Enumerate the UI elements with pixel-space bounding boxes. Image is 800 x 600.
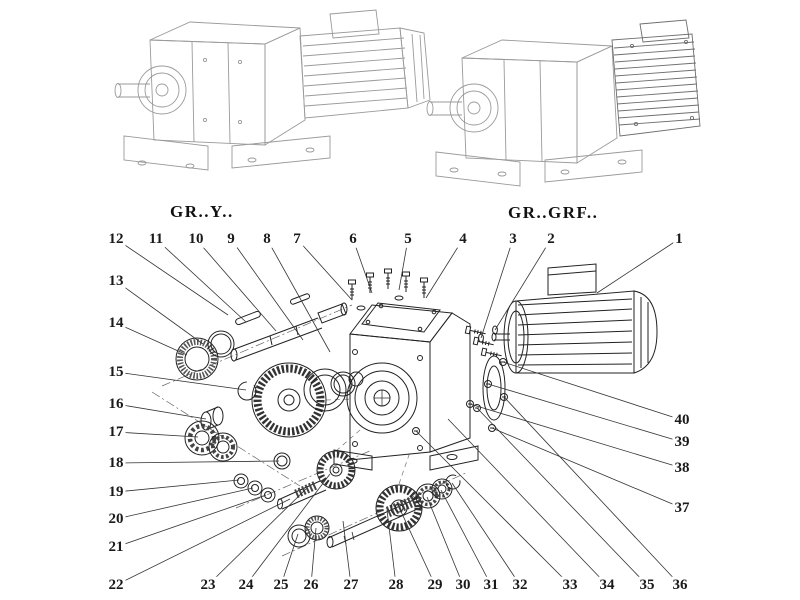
leader-line-2 — [494, 238, 552, 331]
callout-number-15: 15 — [106, 363, 126, 381]
leader-line-16 — [115, 403, 207, 420]
leader-line-13 — [115, 280, 204, 345]
callout-number-6: 6 — [347, 230, 359, 248]
callout-number-11: 11 — [146, 230, 166, 248]
leader-line-14 — [115, 322, 188, 356]
callout-number-1: 1 — [673, 230, 685, 248]
motor-drawing — [491, 263, 658, 374]
callout-number-2: 2 — [545, 230, 557, 248]
callout-number-20: 20 — [106, 510, 126, 528]
leader-line-30 — [426, 496, 464, 586]
leader-lines — [115, 238, 683, 586]
leader-line-7 — [296, 238, 353, 301]
leader-line-8 — [266, 238, 331, 353]
leader-line-25 — [280, 533, 299, 586]
callout-number-36: 36 — [670, 576, 690, 594]
leader-line-1 — [596, 238, 680, 294]
leader-line-35 — [476, 407, 648, 586]
leader-line-3 — [480, 238, 514, 339]
leader-line-12 — [115, 238, 229, 316]
callout-number-32: 32 — [510, 576, 530, 594]
leader-line-22 — [115, 498, 291, 586]
leader-line-18 — [115, 460, 280, 464]
callout-number-5: 5 — [402, 230, 414, 248]
callout-number-22: 22 — [106, 576, 126, 594]
callout-number-12: 12 — [106, 230, 126, 248]
leader-line-33 — [415, 430, 571, 586]
leader-line-10 — [195, 238, 277, 332]
variant-label-gr-grf: GR..GRF.. — [508, 203, 599, 222]
housing-drawing — [333, 302, 479, 471]
callout-number-4: 4 — [457, 230, 469, 248]
leader-line-26 — [310, 527, 317, 586]
leader-line-40 — [502, 361, 683, 421]
callout-number-35: 35 — [637, 576, 657, 594]
callout-number-39: 39 — [672, 433, 692, 451]
callout-number-13: 13 — [106, 272, 126, 290]
callout-number-37: 37 — [672, 499, 692, 517]
leader-line-17 — [115, 431, 199, 438]
callout-number-3: 3 — [507, 230, 519, 248]
variant-label-gr-y: GR..Y.. — [170, 202, 234, 221]
callout-number-7: 7 — [291, 230, 303, 248]
callout-number-21: 21 — [106, 538, 126, 556]
input-shaft-drawing — [287, 474, 461, 548]
leader-line-32 — [451, 482, 521, 586]
assembled-unit-gr-y-drawing — [114, 9, 431, 171]
callout-number-33: 33 — [560, 576, 580, 594]
leader-line-20 — [115, 487, 254, 520]
bearings-drawing — [184, 406, 238, 462]
leader-line-28 — [386, 509, 397, 586]
callout-number-9: 9 — [225, 230, 237, 248]
callout-number-38: 38 — [672, 459, 692, 477]
callout-number-17: 17 — [106, 423, 126, 441]
leader-line-37 — [491, 427, 683, 509]
leader-line-31 — [440, 489, 492, 586]
callout-number-8: 8 — [261, 230, 273, 248]
callout-number-29: 29 — [425, 576, 445, 594]
output-shaft-drawing — [230, 293, 348, 362]
assembly-guide-lines — [325, 398, 411, 485]
leader-line-39 — [487, 383, 683, 443]
flange-and-plugs-drawing — [466, 355, 508, 432]
leader-line-19 — [115, 479, 240, 493]
callout-number-10: 10 — [186, 230, 206, 248]
leader-line-23 — [207, 488, 307, 586]
callout-number-28: 28 — [386, 576, 406, 594]
leader-line-27 — [342, 520, 352, 586]
leader-line-9 — [230, 238, 304, 341]
callout-number-34: 34 — [597, 576, 617, 594]
callout-number-30: 30 — [453, 576, 473, 594]
callout-number-23: 23 — [198, 576, 218, 594]
leader-line-11 — [155, 238, 247, 323]
leader-line-29 — [397, 504, 436, 586]
exploded-view-drawing — [151, 263, 658, 557]
leader-line-5 — [398, 238, 409, 291]
oil-seal-drawing — [175, 330, 235, 381]
leader-line-24 — [245, 473, 331, 586]
leader-line-4 — [425, 238, 464, 299]
motor-bolts-drawing — [464, 325, 503, 360]
leader-line-34 — [447, 418, 608, 586]
large-gear-drawing — [237, 362, 364, 438]
assembled-unit-gr-grf-drawing — [426, 19, 701, 187]
cover-bolts-drawing — [348, 268, 428, 311]
callout-number-26: 26 — [301, 576, 321, 594]
callout-number-31: 31 — [481, 576, 501, 594]
leader-line-15 — [115, 371, 247, 391]
callout-number-19: 19 — [106, 483, 126, 501]
leader-line-38 — [469, 403, 683, 469]
callout-number-14: 14 — [106, 314, 126, 332]
callout-number-16: 16 — [106, 395, 126, 413]
leader-line-36 — [503, 396, 681, 586]
leader-line-6 — [352, 238, 373, 294]
leader-line-21 — [115, 494, 267, 548]
callout-number-27: 27 — [341, 576, 361, 594]
callout-number-24: 24 — [236, 576, 256, 594]
callout-number-18: 18 — [106, 454, 126, 472]
callout-number-25: 25 — [271, 576, 291, 594]
callout-number-40: 40 — [672, 411, 692, 429]
